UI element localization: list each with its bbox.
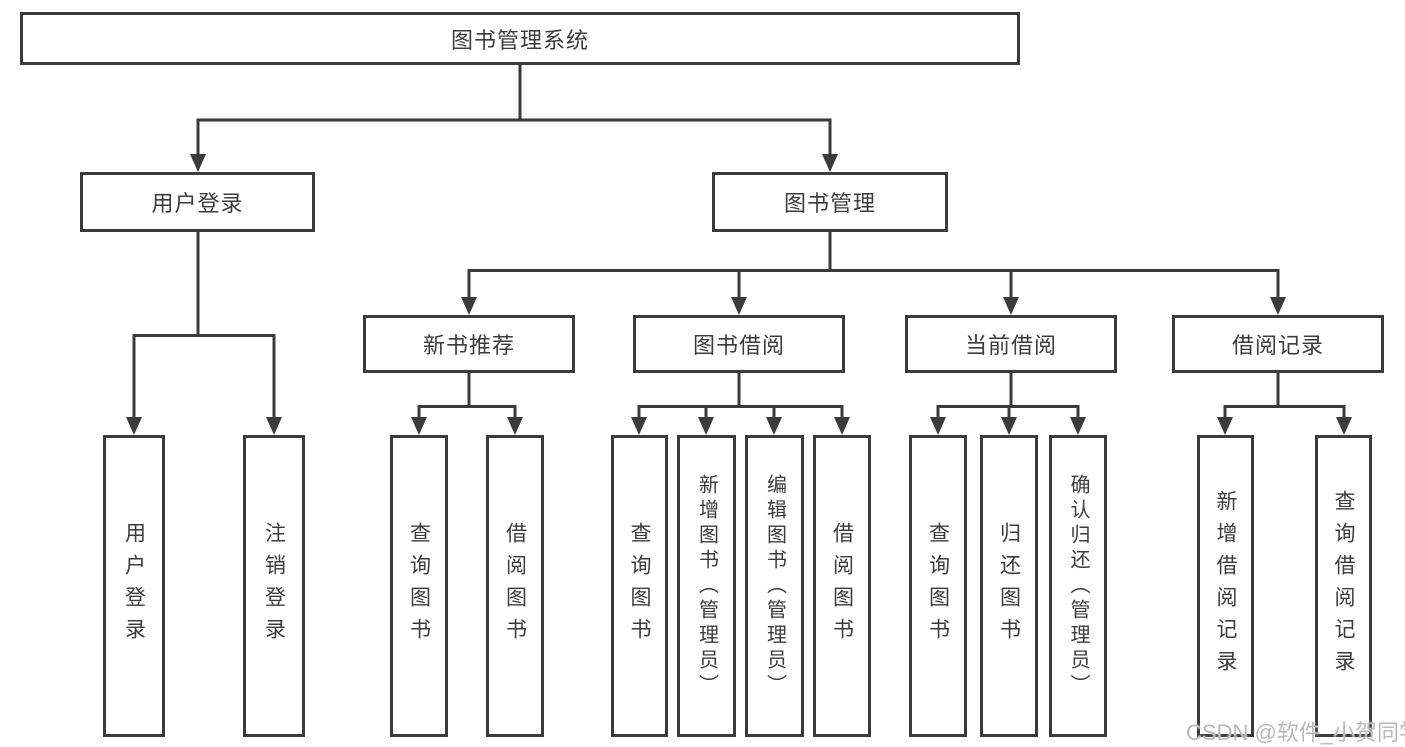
leaf-borrow-books-borrowing: 借阅图书 xyxy=(813,435,871,737)
leaf-user-login: 用户登录 xyxy=(103,435,165,737)
node-label: 用户登录 xyxy=(122,522,146,650)
node-label: 确认归还（管理员） xyxy=(1067,473,1089,699)
leaf-query-books-current: 查询图书 xyxy=(909,435,967,737)
connector-line xyxy=(132,334,276,419)
leaf-query-books-borrowing: 查询图书 xyxy=(611,435,668,737)
node-current-borrowing: 当前借阅 xyxy=(905,315,1117,373)
node-label: 新增借阅记录 xyxy=(1214,490,1237,682)
arrowhead-icon xyxy=(190,154,206,172)
node-new-book-recommendation: 新书推荐 xyxy=(363,315,575,373)
node-label: 注销登录 xyxy=(262,522,286,650)
node-label: 查询图书 xyxy=(926,522,950,650)
arrowhead-icon xyxy=(411,417,427,435)
connector-line xyxy=(196,118,832,156)
node-label: 新书推荐 xyxy=(422,333,515,358)
connector-book-borrowing-to-leaves xyxy=(637,372,844,419)
leaf-query-books-recommend: 查询图书 xyxy=(390,435,448,737)
connector-new-book-recommendation-to-leaves xyxy=(417,372,517,419)
connector-book-management-to-sections xyxy=(467,231,1280,300)
node-label: 查询图书 xyxy=(628,522,651,650)
csdn-watermark: CSDN @软件_小贺同学 xyxy=(1186,720,1405,745)
node-label: 借阅记录 xyxy=(1231,333,1324,358)
arrowhead-icon xyxy=(1270,297,1286,315)
arrowhead-icon xyxy=(631,417,647,435)
leaf-add-book-admin: 新增图书（管理员） xyxy=(677,435,736,737)
node-label: 借阅图书 xyxy=(503,522,527,650)
arrowhead-icon xyxy=(461,297,477,315)
node-label: 查询借阅记录 xyxy=(1332,490,1355,682)
node-book-borrowing: 图书借阅 xyxy=(633,315,845,373)
arrowhead-icon xyxy=(266,417,282,435)
node-book-management: 图书管理 xyxy=(712,172,948,232)
connector-line xyxy=(637,405,844,419)
node-user-login: 用户登录 xyxy=(80,172,315,232)
node-label: 当前借阅 xyxy=(964,333,1057,358)
arrowhead-icon xyxy=(766,417,782,435)
arrowheads xyxy=(126,154,1352,435)
node-label: 图书借阅 xyxy=(692,333,785,358)
leaf-confirm-return-admin: 确认归还（管理员） xyxy=(1049,435,1107,737)
node-label: 新增图书（管理员） xyxy=(695,473,718,699)
leaf-query-borrow-record: 查询借阅记录 xyxy=(1315,435,1372,737)
connector-line xyxy=(417,405,517,419)
arrowhead-icon xyxy=(1217,417,1233,435)
arrowhead-icon xyxy=(1001,417,1017,435)
leaf-return-books: 归还图书 xyxy=(980,435,1038,737)
arrowhead-icon xyxy=(822,154,838,172)
node-label: 编辑图书（管理员） xyxy=(763,473,786,699)
node-label: 查询图书 xyxy=(407,522,431,650)
connector-current-borrowing-to-leaves xyxy=(936,372,1080,419)
arrowhead-icon xyxy=(507,417,523,435)
arrowhead-icon xyxy=(126,417,142,435)
node-library-management-system: 图书管理系统 xyxy=(20,12,1020,65)
arrowhead-icon xyxy=(1070,417,1086,435)
leaf-edit-book-admin: 编辑图书（管理员） xyxy=(745,435,804,737)
connector-line xyxy=(467,269,1280,300)
connector-line xyxy=(1223,405,1346,419)
arrowhead-icon xyxy=(1336,417,1352,435)
arrowhead-icon xyxy=(698,417,714,435)
connector-borrowing-records-to-leaves xyxy=(1223,372,1346,419)
leaf-logout: 注销登录 xyxy=(243,435,305,737)
arrowhead-icon xyxy=(930,417,946,435)
connector-root-to-branches xyxy=(196,64,832,156)
node-borrowing-records: 借阅记录 xyxy=(1172,315,1384,373)
node-label: 图书管理系统 xyxy=(450,27,589,53)
node-label: 用户登录 xyxy=(151,191,244,216)
node-label: 归还图书 xyxy=(997,522,1021,650)
leaf-add-borrow-record: 新增借阅记录 xyxy=(1197,435,1254,737)
connector-user-login-to-leaves xyxy=(132,231,276,419)
arrowhead-icon xyxy=(1003,297,1019,315)
arrowhead-icon xyxy=(731,297,747,315)
node-label: 借阅图书 xyxy=(830,522,854,650)
node-label: 图书管理 xyxy=(783,191,876,216)
arrowhead-icon xyxy=(834,417,850,435)
leaf-borrow-books-recommend: 借阅图书 xyxy=(486,435,544,737)
